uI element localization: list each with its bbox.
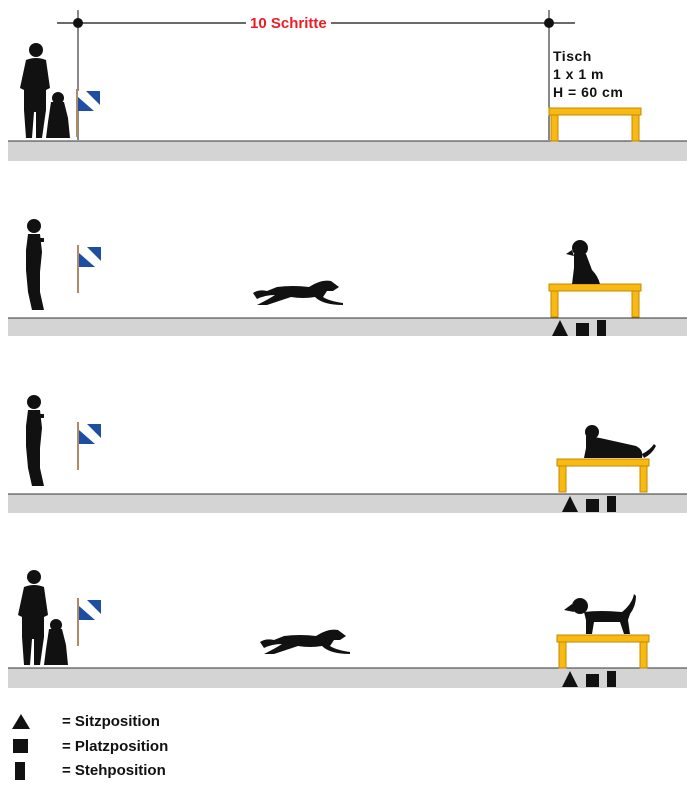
handler-with-dog-figure (18, 570, 68, 665)
distance-label: 10 Schritte (246, 15, 331, 32)
triangle-icon (10, 713, 32, 731)
legend-item-stand: = Stehposition (10, 760, 270, 782)
running-dog-figure (260, 630, 350, 654)
lying-dog-figure (584, 425, 656, 458)
legend-text-stand: = Stehposition (62, 762, 166, 779)
flag-icon (78, 422, 101, 470)
standing-dog-figure (564, 594, 636, 634)
handler-figure (26, 219, 44, 310)
flag-icon (78, 245, 101, 293)
table-size: 1 x 1 m (553, 66, 604, 82)
scene-1 (20, 43, 641, 141)
running-dog-figure (253, 281, 343, 305)
ground-3 (8, 494, 687, 513)
table-figure (549, 108, 641, 141)
square-icon (10, 738, 32, 756)
handler-with-dog-figure (20, 43, 70, 138)
legend-text-sit: = Sitzposition (62, 713, 160, 730)
table-name: Tisch (553, 48, 592, 64)
legend-item-sit: = Sitzposition (10, 711, 270, 733)
table-figure (557, 635, 649, 668)
handler-figure (26, 395, 44, 486)
flag-icon (77, 89, 100, 137)
sitting-dog-figure (566, 240, 600, 284)
flag-icon (78, 598, 101, 646)
ground-1 (8, 141, 687, 161)
ground-4 (8, 668, 687, 688)
table-figure (549, 284, 641, 317)
rectangle-icon (10, 762, 32, 780)
legend-item-down: = Platzposition (10, 736, 270, 758)
table-height: H = 60 cm (553, 84, 623, 100)
table-figure (557, 459, 649, 492)
legend-text-down: = Platzposition (62, 738, 168, 755)
